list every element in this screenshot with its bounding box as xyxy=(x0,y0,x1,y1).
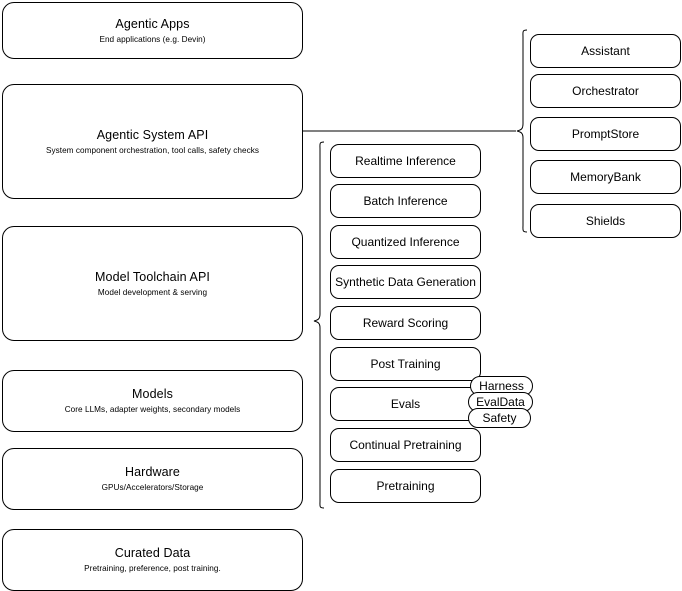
layer-title: Model Toolchain API xyxy=(95,269,210,284)
system-component-memorybank[interactable]: MemoryBank xyxy=(530,160,681,194)
capability-realtime-inference[interactable]: Realtime Inference xyxy=(330,144,481,178)
layer-subtitle: Model development & serving xyxy=(97,287,208,297)
evals-subcomponent-label: Safety xyxy=(482,411,517,425)
layer-title: Agentic System API xyxy=(96,127,209,142)
capability-evals[interactable]: Evals xyxy=(330,387,481,421)
evals-subcomponent-evaldata[interactable]: EvalData xyxy=(468,392,533,412)
stack-layer-agentic-system-api[interactable]: Agentic System API System component orch… xyxy=(2,84,303,199)
layer-title: Agentic Apps xyxy=(115,16,190,31)
layer-subtitle: GPUs/Accelerators/Storage xyxy=(101,483,204,492)
evals-subcomponent-label: EvalData xyxy=(476,395,525,409)
capability-label: Evals xyxy=(390,397,421,411)
stack-layer-model-toolchain-api[interactable]: Model Toolchain API Model development & … xyxy=(2,226,303,341)
evals-subcomponent-label: Harness xyxy=(479,379,524,393)
capability-label: Realtime Inference xyxy=(355,154,456,168)
capability-reward-scoring[interactable]: Reward Scoring xyxy=(330,306,481,340)
connector-agentic-system-api-to-components xyxy=(303,130,516,132)
system-component-label: MemoryBank xyxy=(570,170,641,184)
system-component-label: Assistant xyxy=(581,44,630,58)
layer-title: Curated Data xyxy=(114,546,191,560)
capability-pretraining[interactable]: Pretraining xyxy=(330,469,481,503)
system-component-label: PromptStore xyxy=(571,127,640,141)
layer-subtitle: End applications (e.g. Devin) xyxy=(99,34,206,44)
layer-title: Models xyxy=(132,387,173,401)
capability-label: Synthetic Data Generation xyxy=(335,275,476,289)
stack-layer-curated-data[interactable]: Curated Data Pretraining, preference, po… xyxy=(2,529,303,591)
capability-label: Reward Scoring xyxy=(362,316,449,330)
system-component-shields[interactable]: Shields xyxy=(530,204,681,238)
system-component-promptstore[interactable]: PromptStore xyxy=(530,117,681,151)
system-component-assistant[interactable]: Assistant xyxy=(530,34,681,68)
layer-title: Hardware xyxy=(125,465,180,479)
system-component-label: Shields xyxy=(585,214,626,228)
capability-quantized-inference[interactable]: Quantized Inference xyxy=(330,225,481,259)
stack-layer-models[interactable]: Models Core LLMs, adapter weights, secon… xyxy=(2,370,303,432)
brace-model-toolchain-capabilities xyxy=(313,141,325,509)
capability-label: Quantized Inference xyxy=(351,235,460,249)
layer-subtitle: System component orchestration, tool cal… xyxy=(45,145,260,155)
capability-post-training[interactable]: Post Training xyxy=(330,347,481,381)
stack-layer-hardware[interactable]: Hardware GPUs/Accelerators/Storage xyxy=(2,448,303,510)
system-component-label: Orchestrator xyxy=(572,84,639,98)
capability-label: Continual Pretraining xyxy=(349,438,462,452)
system-component-orchestrator[interactable]: Orchestrator xyxy=(530,74,681,108)
evals-subcomponent-safety[interactable]: Safety xyxy=(468,408,531,428)
stack-layer-agentic-apps[interactable]: Agentic Apps End applications (e.g. Devi… xyxy=(2,2,303,59)
layer-subtitle: Core LLMs, adapter weights, secondary mo… xyxy=(64,405,241,414)
capability-continual-pretraining[interactable]: Continual Pretraining xyxy=(330,428,481,462)
capability-synthetic-data-generation[interactable]: Synthetic Data Generation xyxy=(330,265,481,299)
capability-label: Post Training xyxy=(370,357,441,371)
brace-agentic-system-components xyxy=(516,29,528,233)
capability-label: Batch Inference xyxy=(363,194,448,208)
layer-subtitle: Pretraining, preference, post training. xyxy=(84,564,221,573)
capability-batch-inference[interactable]: Batch Inference xyxy=(330,184,481,218)
capability-label: Pretraining xyxy=(376,479,435,493)
